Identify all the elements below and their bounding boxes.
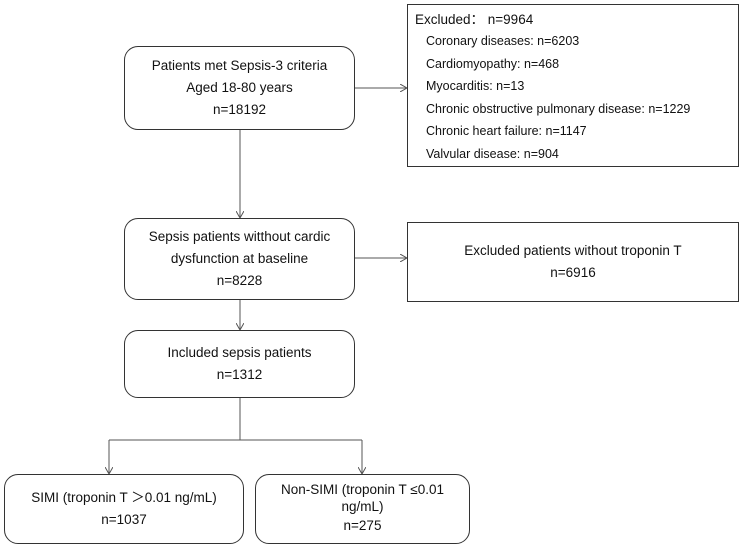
simi-box: SIMI (troponin T ＞0.01 ng/mL) n=1037 <box>4 474 244 544</box>
no-cardiac-line-1: Sepsis patients witthout cardic <box>148 229 331 244</box>
no-cardiac-dysfunction-box: Sepsis patients witthout cardic dysfunct… <box>124 218 355 300</box>
excluded-comorbidities-box: Excluded： n=9964 Coronary diseases: n=62… <box>407 4 739 167</box>
sepsis3-line-1: Patients met Sepsis-3 criteria <box>151 58 328 73</box>
simi-line-1: SIMI (troponin T ＞0.01 ng/mL) <box>31 490 217 505</box>
excluded-no-troponin-line-1: Excluded patients without troponin T <box>464 243 682 258</box>
no-cardiac-line-2: dysfunction at baseline <box>170 251 309 266</box>
included-patients-box: Included sepsis patients n=1312 <box>124 330 355 398</box>
excluded-comorbidities-heading: Excluded： n=9964 <box>415 12 534 27</box>
excluded-no-troponin-line-2: n=6916 <box>550 265 596 280</box>
excluded-item-cardiomyopathy: Cardiomyopathy: n=468 <box>426 56 560 71</box>
simi-line-2: n=1037 <box>101 512 147 527</box>
excluded-item-chf: Chronic heart failure: n=1147 <box>426 124 587 138</box>
non-simi-box: Non-SIMI (troponin T ≤0.01 ng/mL) n=275 <box>255 474 470 544</box>
sepsis3-line-2: Aged 18-80 years <box>186 80 293 95</box>
non-simi-line-3: n=275 <box>343 518 382 533</box>
excluded-item-valvular: Valvular disease: n=904 <box>426 146 559 161</box>
non-simi-line-2: ng/mL) <box>341 499 384 514</box>
included-line-2: n=1312 <box>216 367 263 382</box>
sepsis3-line-3: n=18192 <box>213 102 266 117</box>
excluded-item-copd: Chronic obstructive pulmonary disease: n… <box>426 101 691 116</box>
excluded-item-myocarditis: Myocarditis: n=13 <box>426 79 525 93</box>
excluded-no-troponin-box: Excluded patients without troponin T n=6… <box>407 222 739 302</box>
excluded-item-coronary: Coronary diseases: n=6203 <box>426 34 580 48</box>
no-cardiac-line-3: n=8228 <box>216 273 263 288</box>
included-line-1: Included sepsis patients <box>167 345 312 360</box>
non-simi-line-1: Non-SIMI (troponin T ≤0.01 <box>281 482 444 497</box>
sepsis3-criteria-box: Patients met Sepsis-3 criteria Aged 18-8… <box>124 46 355 130</box>
